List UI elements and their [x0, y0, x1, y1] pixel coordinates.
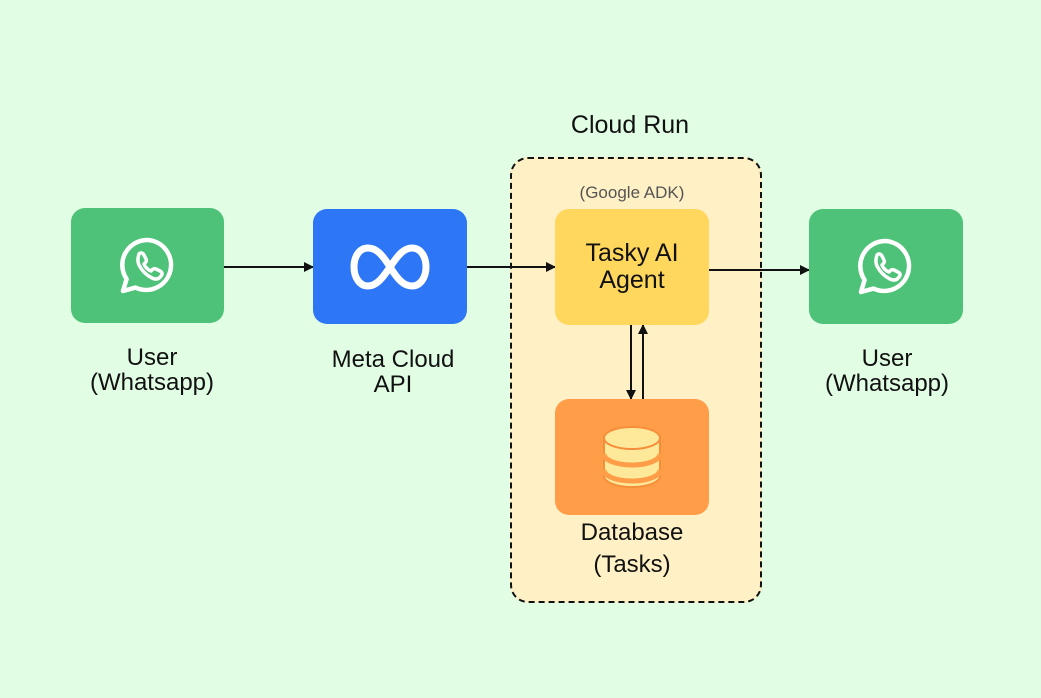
- database-icon: [601, 426, 663, 488]
- meta-label-line1: Meta Cloud: [331, 346, 455, 373]
- user-whatsapp-label: User (Whatsapp): [62, 345, 242, 395]
- user-out-label-line1: User: [861, 345, 913, 372]
- meta-icon: [350, 244, 430, 289]
- whatsapp-icon: [858, 238, 912, 294]
- meta-label-line2: API: [373, 371, 413, 398]
- user-whatsapp-node[interactable]: [71, 208, 224, 323]
- agent-label-line2: Agent: [599, 266, 665, 294]
- database-label: Database (Tasks): [550, 520, 714, 577]
- database-node[interactable]: [555, 399, 709, 515]
- cloud-run-title: Cloud Run: [570, 111, 690, 139]
- whatsapp-icon: [119, 237, 173, 293]
- tasky-ai-agent-node[interactable]: Tasky AI Agent: [555, 209, 709, 325]
- user-whatsapp-output-label: User (Whatsapp): [797, 346, 977, 396]
- user-whatsapp-output-node[interactable]: [809, 209, 963, 324]
- database-label-line2: (Tasks): [593, 551, 671, 578]
- meta-cloud-api-node[interactable]: [313, 209, 467, 324]
- user-out-label-line2: (Whatsapp): [824, 370, 950, 397]
- tasky-ai-agent-label: Tasky AI Agent: [585, 240, 678, 294]
- meta-cloud-api-label: Meta Cloud API: [300, 347, 486, 397]
- user-label-line2: (Whatsapp): [89, 369, 215, 396]
- user-label-line1: User: [126, 344, 178, 371]
- agent-label-line1: Tasky AI: [585, 239, 679, 267]
- database-label-line1: Database: [580, 519, 684, 546]
- google-adk-subtitle: (Google ADK): [579, 183, 685, 202]
